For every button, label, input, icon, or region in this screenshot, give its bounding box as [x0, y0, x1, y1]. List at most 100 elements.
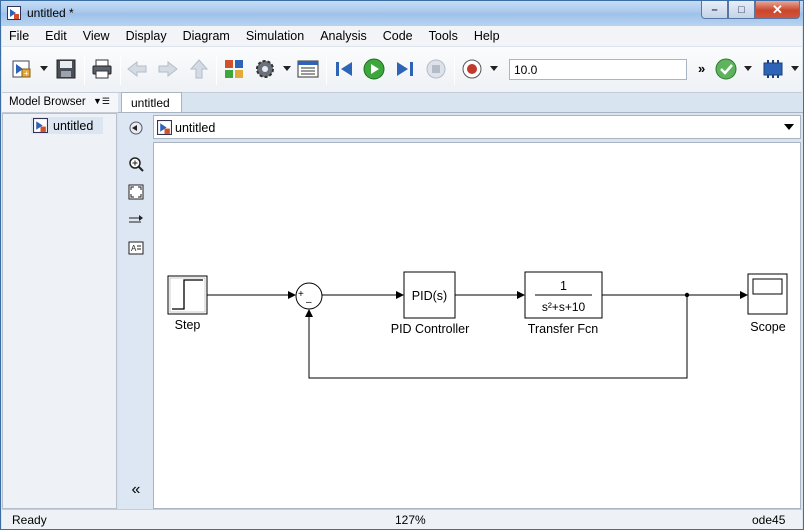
- model-config-icon: [256, 60, 274, 78]
- signal-feedback[interactable]: [305, 295, 688, 379]
- address-bar[interactable]: untitled: [153, 115, 801, 139]
- collapse-palette-button[interactable]: «: [131, 481, 141, 498]
- model-browser-panel: untitled: [2, 113, 117, 509]
- step-block[interactable]: [167, 275, 208, 315]
- step-back-button[interactable]: [332, 57, 356, 81]
- menu-simulation[interactable]: Simulation: [245, 29, 305, 43]
- print-button[interactable]: [90, 57, 114, 81]
- scope-block[interactable]: [747, 273, 788, 315]
- menu-bar: File Edit View Display Diagram Simulatio…: [2, 26, 802, 47]
- model-browser-menu-icon[interactable]: ▼☰: [93, 96, 110, 106]
- toolbar-separator: [216, 55, 217, 85]
- address-path: untitled: [175, 121, 216, 135]
- model-icon: [33, 118, 48, 133]
- route-lines-button[interactable]: [127, 211, 145, 229]
- model-config-dropdown-icon[interactable]: [283, 66, 291, 71]
- svg-text:+: +: [24, 69, 29, 78]
- menu-code[interactable]: Code: [382, 29, 413, 43]
- build-dropdown-icon[interactable]: [791, 66, 799, 71]
- transfer-fcn-block[interactable]: 1 s²+s+10: [524, 271, 603, 319]
- forward-icon: [158, 60, 178, 78]
- solver-name[interactable]: ode45: [752, 513, 786, 527]
- scope-label: Scope: [750, 320, 786, 334]
- arrows-right-icon: [129, 215, 143, 223]
- hide-browser-button[interactable]: [127, 119, 145, 137]
- toolbar-separator: [120, 55, 121, 85]
- back-circle-icon: [129, 121, 143, 135]
- pid-controller-block[interactable]: PID(s): [403, 271, 456, 319]
- save-button[interactable]: [54, 57, 78, 81]
- back-button[interactable]: [125, 57, 149, 81]
- pid-controller-label: PID Controller: [390, 322, 470, 336]
- model-browser-header: Model Browser: [2, 93, 118, 113]
- window-title: untitled *: [27, 6, 74, 20]
- more-tools-chevron[interactable]: »: [698, 61, 706, 76]
- minimize-button[interactable]: –: [701, 1, 728, 19]
- model-icon: [157, 120, 172, 135]
- step-forward-button[interactable]: [393, 57, 417, 81]
- run-button[interactable]: [362, 57, 386, 81]
- new-model-button[interactable]: +: [10, 57, 34, 81]
- forward-button[interactable]: [156, 57, 180, 81]
- record-dropdown-icon[interactable]: [490, 66, 498, 71]
- toolbar: +: [2, 47, 802, 93]
- sum-block[interactable]: + –: [295, 282, 323, 310]
- new-model-dropdown-icon[interactable]: [40, 66, 48, 71]
- toolbar-separator: [454, 55, 455, 85]
- annotation-icon: A: [128, 241, 144, 255]
- model-browser-item[interactable]: untitled: [31, 117, 104, 134]
- back-icon: [127, 60, 147, 78]
- check-dropdown-icon[interactable]: [744, 66, 752, 71]
- menu-help[interactable]: Help: [473, 29, 500, 43]
- close-button[interactable]: ✕: [755, 1, 800, 19]
- stop-time-input[interactable]: 10.0: [509, 59, 687, 80]
- menu-file[interactable]: File: [9, 29, 30, 43]
- menu-analysis[interactable]: Analysis: [320, 29, 367, 43]
- tf-denominator: s²+s+10: [542, 300, 586, 314]
- model-browser-item-label: untitled: [53, 118, 94, 133]
- zoom-icon: [129, 157, 144, 172]
- step-label: Step: [174, 318, 201, 332]
- maximize-button[interactable]: □: [728, 1, 755, 19]
- tab-untitled[interactable]: untitled: [121, 92, 182, 113]
- model-explorer-button[interactable]: [296, 57, 320, 81]
- title-bar[interactable]: untitled * – □ ✕: [1, 1, 803, 26]
- build-button[interactable]: [761, 57, 785, 81]
- fit-to-view-button[interactable]: [127, 183, 145, 201]
- menu-edit[interactable]: Edit: [45, 29, 67, 43]
- check-icon: [715, 58, 737, 80]
- address-dropdown-icon[interactable]: [784, 124, 794, 130]
- build-icon: [763, 60, 783, 78]
- model-config-button[interactable]: [253, 57, 277, 81]
- save-icon: [56, 59, 76, 79]
- step-back-icon: [336, 62, 352, 76]
- menu-diagram[interactable]: Diagram: [182, 29, 230, 43]
- status-text: Ready: [12, 513, 47, 527]
- status-bar: Ready 127% ode45: [2, 509, 802, 529]
- run-icon: [363, 58, 385, 80]
- menu-tools[interactable]: Tools: [428, 29, 458, 43]
- stop-button[interactable]: [424, 57, 448, 81]
- simulink-app-icon: [7, 6, 21, 20]
- check-button[interactable]: [714, 57, 738, 81]
- up-icon: [189, 59, 209, 79]
- zoom-button[interactable]: [127, 155, 145, 173]
- up-button[interactable]: [187, 57, 211, 81]
- menu-display[interactable]: Display: [125, 29, 167, 43]
- menu-view[interactable]: View: [82, 29, 110, 43]
- annotation-button[interactable]: A: [127, 239, 145, 257]
- toolbar-separator: [84, 55, 85, 85]
- toolbar-separator: [326, 55, 327, 85]
- record-icon: [462, 59, 482, 79]
- sum-plus-sign: +: [298, 289, 304, 300]
- library-browser-icon: [225, 60, 243, 78]
- fit-view-icon: [128, 184, 144, 200]
- record-button[interactable]: [460, 57, 484, 81]
- library-browser-button[interactable]: [222, 57, 246, 81]
- stop-icon: [426, 59, 446, 79]
- zoom-level: 127%: [395, 513, 426, 527]
- model-canvas[interactable]: + – PID(s) 1 s²+s+10: [153, 142, 801, 509]
- new-model-icon: +: [12, 60, 31, 78]
- print-icon: [92, 59, 112, 79]
